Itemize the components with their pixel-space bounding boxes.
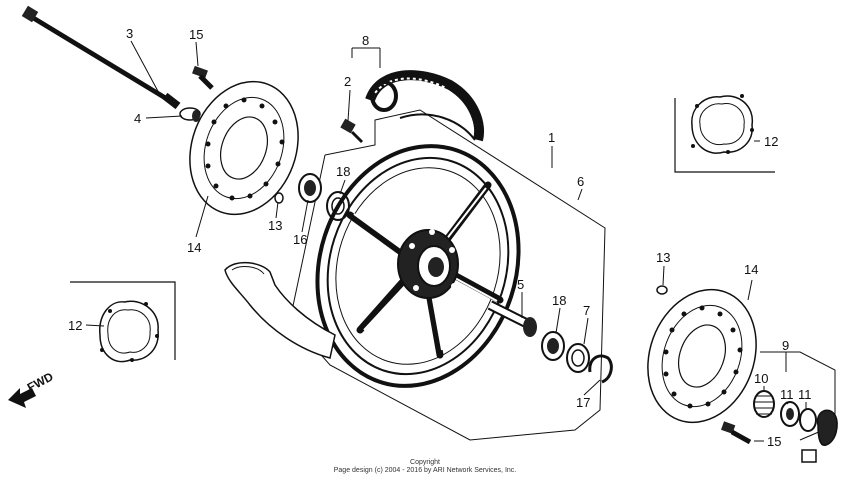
callout-12-left: 12 <box>68 318 82 333</box>
nut-right[interactable] <box>656 285 668 295</box>
bolt-top[interactable] <box>192 65 214 90</box>
callout-9: 9 <box>782 338 789 353</box>
callout-16: 16 <box>293 232 307 247</box>
callout-17: 17 <box>576 395 590 410</box>
dust-seal-right[interactable] <box>541 331 565 361</box>
brake-disc-right[interactable] <box>630 274 774 437</box>
air-valve[interactable] <box>340 118 364 144</box>
snap-ring[interactable] <box>588 354 613 384</box>
callout-13-left: 13 <box>268 218 282 233</box>
inner-tube[interactable] <box>370 80 398 112</box>
seal-a[interactable] <box>780 401 800 427</box>
collar[interactable] <box>179 107 201 122</box>
callout-3: 3 <box>126 26 133 41</box>
callout-18-right: 18 <box>552 293 566 308</box>
callout-14-right: 14 <box>744 262 758 277</box>
callout-14-left: 14 <box>187 240 201 255</box>
gearbox[interactable] <box>801 409 838 463</box>
callout-15-bottom: 15 <box>767 434 781 449</box>
callout-15-top: 15 <box>189 27 203 42</box>
callout-8: 8 <box>362 33 369 48</box>
callout-2: 2 <box>344 74 351 89</box>
callout-12-right: 12 <box>764 134 778 149</box>
disc-cover-right[interactable] <box>674 94 775 173</box>
wheel[interactable] <box>287 120 549 413</box>
callout-4: 4 <box>134 111 141 126</box>
disc-cover-left[interactable] <box>70 281 176 363</box>
callout-11-a: 11 <box>780 387 794 402</box>
brake-disc-left[interactable] <box>172 66 316 229</box>
nut-left[interactable] <box>274 192 284 204</box>
callout-18-left: 18 <box>336 164 350 179</box>
tire[interactable] <box>365 70 484 142</box>
fwd-arrow-icon <box>8 388 36 408</box>
callout-13-right: 13 <box>656 250 670 265</box>
seal-b[interactable] <box>799 408 817 432</box>
callout-7: 7 <box>583 303 590 318</box>
callout-10: 10 <box>754 371 768 386</box>
fwd-label: FWD <box>25 369 56 394</box>
bolt-bottom[interactable] <box>720 421 752 445</box>
speedometer-gear[interactable] <box>753 390 775 418</box>
axle[interactable] <box>21 5 181 110</box>
bearing-right[interactable] <box>566 343 590 373</box>
bearing-left[interactable] <box>298 173 322 203</box>
callout-6: 6 <box>577 174 584 189</box>
callout-11-b: 11 <box>798 387 812 402</box>
copyright-line1: Copyright <box>410 459 440 466</box>
callout-5: 5 <box>517 277 524 292</box>
copyright-line2: Page design (c) 2004 - 2016 by ARI Netwo… <box>334 467 517 474</box>
callout-1: 1 <box>548 130 555 145</box>
distance-collar[interactable] <box>487 300 537 337</box>
rim-section <box>224 261 336 359</box>
leader-lines <box>85 40 807 442</box>
